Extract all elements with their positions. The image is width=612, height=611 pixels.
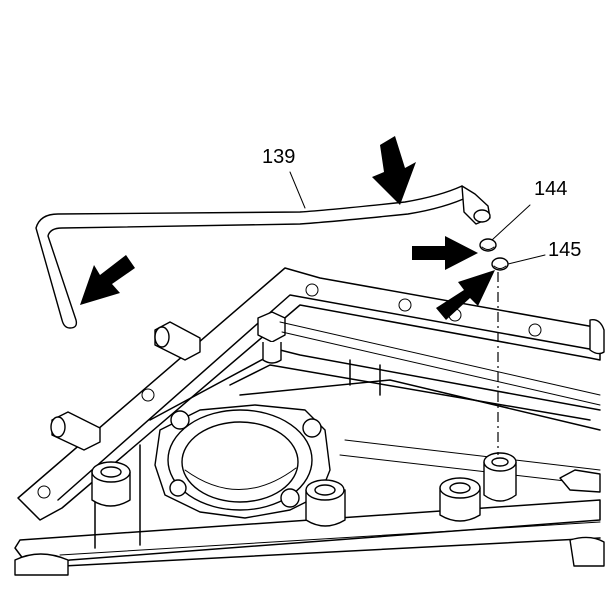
flange-bolt-hole (170, 410, 190, 430)
rod-body (35, 185, 471, 329)
channel-step (349, 359, 381, 396)
clip-seat-boss (483, 461, 517, 502)
callout-144: 144 (534, 178, 567, 200)
clip-144 (479, 238, 497, 252)
gasket-plate-inner-edge (57, 294, 596, 501)
bolt-hole (37, 485, 51, 499)
callout-139: 139 (262, 146, 295, 168)
housing-casting (14, 267, 605, 576)
clip-seat-hole (491, 457, 509, 467)
right-side-block (559, 469, 601, 493)
gasket-plate-outline (17, 267, 601, 521)
bracket-bolt-shank (262, 342, 282, 364)
right-edge-boss (589, 319, 605, 355)
arrow-group (80, 136, 495, 320)
leader-line-139 (289, 171, 306, 209)
bore-inner-wall (184, 467, 297, 490)
bolt-hole (305, 283, 319, 297)
channel-wall-ridge (149, 349, 601, 421)
pointer-arrow-icon (372, 136, 416, 205)
flange-bolt-hole (280, 488, 300, 508)
bolt-hole (528, 323, 542, 337)
housing-lip (59, 521, 601, 556)
pointer-arrow-icon (80, 255, 135, 305)
bottom-left-boss (14, 553, 69, 576)
callout-145: 145 (548, 239, 581, 261)
flange-bolt-hole (302, 418, 322, 438)
flange-bolt-hole (169, 479, 187, 497)
side-bolt-lower-head (50, 416, 66, 438)
clip-144-inner (481, 246, 495, 250)
boss-left-hole (100, 466, 122, 478)
leader-line-144 (491, 204, 531, 241)
rod-139 (35, 185, 491, 329)
channel-groove (339, 439, 601, 486)
housing-bottom-edge (24, 537, 601, 569)
boss-mid-hole (314, 484, 336, 496)
rod-end-tip (473, 209, 491, 223)
side-bolt-upper-head (154, 326, 170, 348)
bolt-hole (141, 388, 155, 402)
bracket-bolt-body (257, 311, 286, 343)
bracket-rod-guide (279, 321, 601, 406)
boss-right-hole (449, 482, 471, 494)
leader-line-145 (507, 254, 546, 265)
clip-145 (491, 257, 509, 271)
bore-opening (181, 421, 299, 503)
pointer-arrow-icon (436, 270, 495, 320)
bolt-hole (398, 298, 412, 312)
pointer-arrow-icon (412, 236, 478, 270)
channel-floor (239, 379, 601, 431)
clip-145-inner (493, 265, 507, 269)
bottom-right-boss (569, 536, 605, 567)
